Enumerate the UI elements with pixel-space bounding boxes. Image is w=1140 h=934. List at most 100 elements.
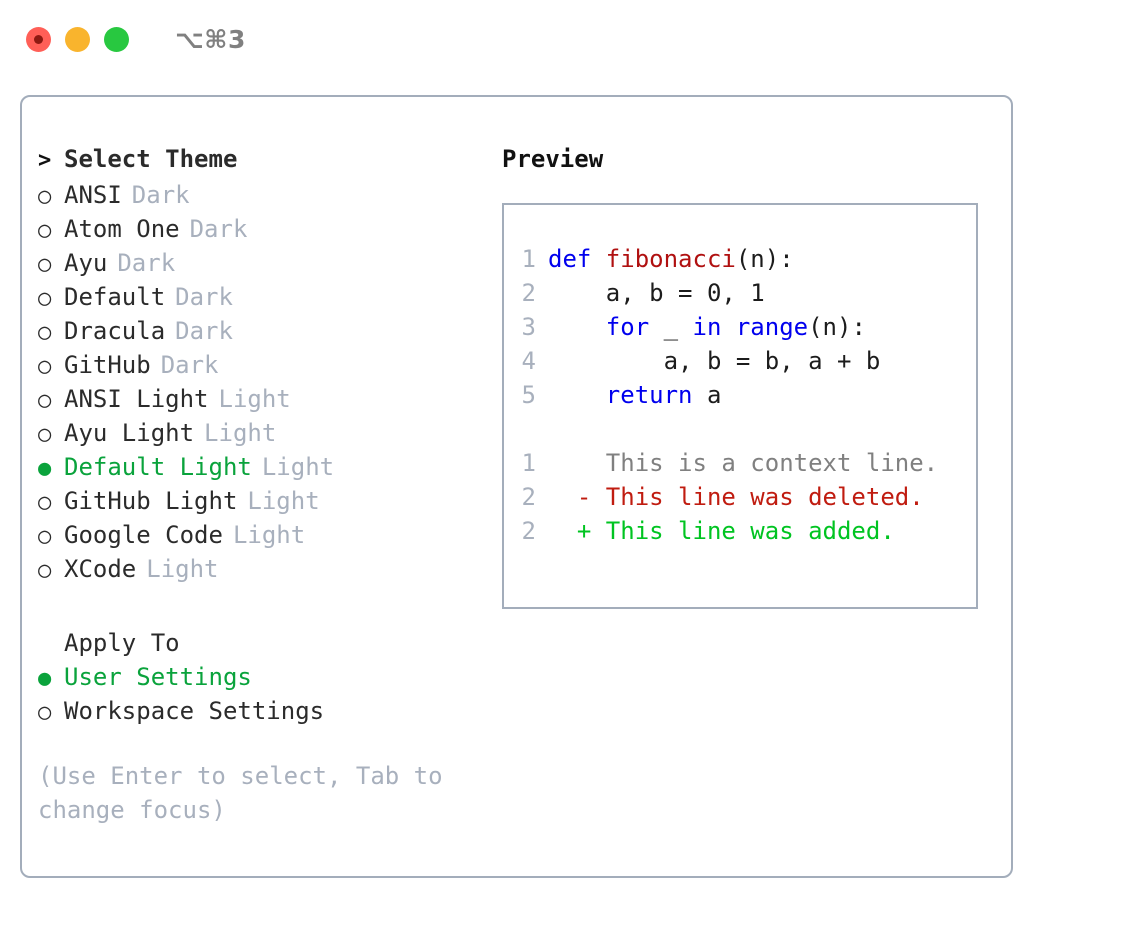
theme-option-xcode[interactable]: ○ XCode Light xyxy=(38,555,478,589)
radio-selected-icon: ● xyxy=(38,456,52,481)
keyboard-hint-text: (Use Enter to select, Tab to change focu… xyxy=(38,762,443,824)
theme-variant-tag: Dark xyxy=(175,283,233,311)
radio-unselected-icon: ○ xyxy=(38,184,52,209)
code-line-text: for _ in range(n): xyxy=(548,313,866,341)
code-token xyxy=(548,381,606,409)
theme-option-label: Ayu Light xyxy=(64,419,195,447)
code-line: 3 for _ in range(n): xyxy=(504,313,976,347)
radio-unselected-icon: ○ xyxy=(38,320,52,345)
theme-variant-tag: Dark xyxy=(131,181,190,209)
line-number: 2 xyxy=(521,279,536,307)
theme-variant-tag: Light xyxy=(232,521,306,549)
code-token: for xyxy=(605,313,664,341)
line-number: 2 xyxy=(521,483,536,511)
diff-block: 1 This is a context line.2 - This line w… xyxy=(504,449,976,551)
apply-option-user-settings[interactable]: ●User Settings xyxy=(38,663,478,697)
line-number: 5 xyxy=(521,381,536,409)
code-token: (n): xyxy=(735,245,794,273)
code-line: 5 return a xyxy=(504,381,976,415)
diff-line-add: 2 + This line was added. xyxy=(504,517,976,551)
radio-unselected-icon: ○ xyxy=(38,700,52,725)
theme-option-label: ANSI xyxy=(64,181,122,209)
select-theme-header: > Select Theme xyxy=(38,145,478,179)
diff-line-text: - This line was deleted. xyxy=(548,483,924,511)
theme-option-label: GitHub xyxy=(64,351,151,379)
theme-option-ansi[interactable]: ○ ANSI Dark xyxy=(38,181,478,215)
close-button[interactable] xyxy=(26,26,51,52)
code-token: range xyxy=(735,313,809,341)
apply-option-workspace-settings[interactable]: ○ Workspace Settings xyxy=(38,697,478,731)
radio-unselected-icon: ○ xyxy=(38,286,52,311)
theme-option-label: Google Code xyxy=(64,521,223,549)
diff-line-text: + This line was added. xyxy=(548,517,895,545)
theme-option-github[interactable]: ○ GitHub Dark xyxy=(38,351,478,385)
code-token: in xyxy=(692,313,736,341)
maximize-button[interactable] xyxy=(104,26,129,52)
code-line-text: a, b = 0, 1 xyxy=(548,279,765,307)
line-number: 4 xyxy=(521,347,536,375)
code-token xyxy=(548,313,606,341)
theme-option-label: Default Light xyxy=(64,453,252,481)
diff-line-ctx: 1 This is a context line. xyxy=(504,449,976,483)
minimize-button[interactable] xyxy=(65,26,90,52)
title-bar: ⌥⌘3 xyxy=(0,0,1140,78)
code-token: return xyxy=(605,381,707,409)
theme-option-google-code[interactable]: ○ Google Code Light xyxy=(38,521,478,555)
radio-unselected-icon: ○ xyxy=(38,354,52,379)
theme-option-label: Default xyxy=(64,283,166,311)
apply-option-label: User Settings xyxy=(64,663,252,691)
code-line: 2 a, b = 0, 1 xyxy=(504,279,976,313)
apply-to-header: Apply To xyxy=(38,629,478,663)
code-line-text: return a xyxy=(548,381,722,409)
theme-option-dracula[interactable]: ○ Dracula Dark xyxy=(38,317,478,351)
theme-variant-tag: Dark xyxy=(175,317,233,345)
radio-unselected-icon: ○ xyxy=(38,524,52,549)
theme-option-label: GitHub Light xyxy=(64,487,238,515)
diff-spacer xyxy=(504,415,976,449)
radio-unselected-icon: ○ xyxy=(38,218,52,243)
radio-unselected-icon: ○ xyxy=(38,490,52,515)
line-number: 2 xyxy=(521,517,536,545)
theme-option-label: XCode xyxy=(64,555,137,583)
prompt-caret-icon: > xyxy=(38,148,52,173)
diff-line-text: This is a context line. xyxy=(548,449,939,477)
theme-option-label: Dracula xyxy=(64,317,166,345)
code-token: fibonacci xyxy=(605,245,736,273)
radio-unselected-icon: ○ xyxy=(38,388,52,413)
theme-variant-tag: Light xyxy=(204,419,277,447)
theme-variant-tag: Light xyxy=(146,555,219,583)
apply-option-label: Workspace Settings xyxy=(64,697,325,725)
code-line: 4 a, b = b, a + b xyxy=(504,347,976,381)
diff-line-del: 2 - This line was deleted. xyxy=(504,483,976,517)
apply-to-title: Apply To xyxy=(64,629,180,657)
line-number: 1 xyxy=(521,449,536,477)
window-controls xyxy=(26,26,129,52)
theme-variant-tag: Dark xyxy=(160,351,219,379)
code-line: 1 def fibonacci(n): xyxy=(504,245,976,279)
code-line-text: def fibonacci(n): xyxy=(548,245,794,273)
select-theme-title: Select Theme xyxy=(64,145,238,173)
radio-unselected-icon: ○ xyxy=(38,558,52,583)
hint-spacer xyxy=(38,731,478,759)
keyboard-shortcut-label: ⌥⌘3 xyxy=(175,24,246,54)
line-number: 1 xyxy=(521,245,536,273)
code-line-text: a, b = b, a + b xyxy=(548,347,881,375)
apply-to-list: ●User Settings ○ Workspace Settings xyxy=(38,663,478,731)
section-spacer xyxy=(38,589,478,629)
theme-option-default[interactable]: ○ Default Dark xyxy=(38,283,478,317)
line-number: 3 xyxy=(521,313,536,341)
theme-variant-tag: Dark xyxy=(189,215,248,243)
theme-option-label: Ayu xyxy=(64,249,108,277)
